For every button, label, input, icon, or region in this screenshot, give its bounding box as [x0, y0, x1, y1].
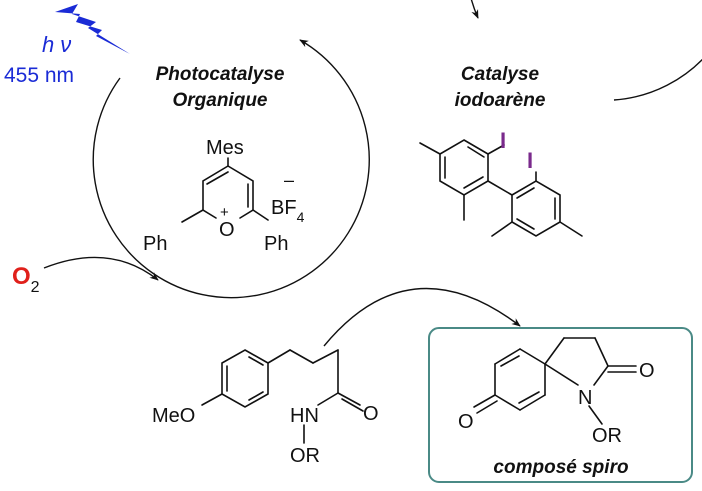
counterion-charge: – — [284, 170, 294, 190]
catalyst-charge-plus: + — [220, 204, 229, 221]
oxygen-arrow — [43, 256, 159, 281]
product-nitrogen: N — [578, 387, 592, 409]
spiro-product-structure — [473, 337, 637, 425]
pyrylium-catalyst — [181, 157, 269, 223]
product-label: composé spiro — [493, 457, 628, 478]
lightning-bolt-icon — [55, 4, 130, 54]
iodine-2: I — [527, 148, 533, 173]
product-lactam-o: O — [639, 360, 655, 382]
catalyst-ph-left: Ph — [143, 233, 167, 255]
oxygen-reagent: O2 — [12, 263, 40, 296]
substrate-structure — [201, 349, 364, 444]
iodoarene-biaryl — [419, 139, 583, 237]
catalyst-ph-right: Ph — [264, 233, 288, 255]
catalyst-mes: Mes — [206, 137, 244, 159]
product-or: OR — [592, 425, 622, 447]
catalyst-oxygen: O — [219, 219, 235, 241]
substrate-nh: HN — [290, 405, 319, 427]
substrate-methoxy: MeO — [152, 405, 195, 427]
product-dienone-o: O — [458, 411, 474, 433]
iodoarene-cycle — [470, 0, 702, 101]
product-box — [428, 327, 693, 483]
conversion-arrow — [323, 287, 521, 347]
photo-cycle-title-1: Photocatalyse — [156, 64, 285, 85]
substrate-carbonyl-o: O — [363, 403, 379, 425]
iodo-cycle-title-1: Catalyse — [461, 64, 540, 85]
substrate-or: OR — [290, 445, 320, 467]
wavelength-label: 455 nm — [4, 64, 74, 87]
counterion: BF4 — [271, 197, 305, 225]
photo-cycle-title-2: Organique — [172, 90, 267, 111]
iodo-cycle-title-2: iodoarène — [455, 90, 546, 111]
iodine-1: I — [500, 128, 506, 153]
photocatalysis-cycle — [92, 39, 370, 299]
